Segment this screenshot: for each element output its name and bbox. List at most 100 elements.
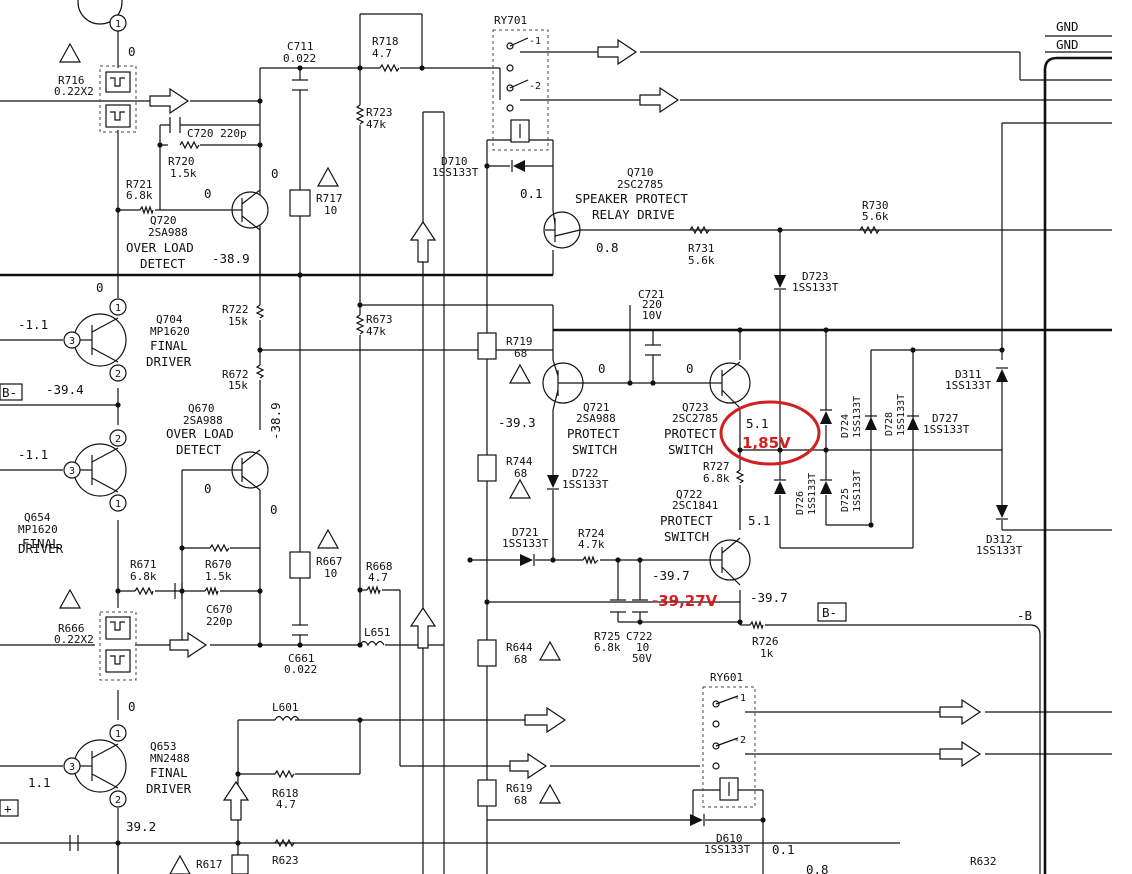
label-c722-value1: 10 (636, 641, 649, 654)
label-r726-value: 1k (760, 647, 774, 660)
label-r716-value: 0.22X2 (54, 85, 94, 98)
label-q710-value: 2SC2785 (617, 178, 663, 191)
label-q653-desc2: DRIVER (146, 781, 192, 796)
capacitors-inductors (69, 79, 661, 851)
rail-box-b-minus (0, 383, 23, 401)
label-c721-value2: 10V (642, 309, 662, 322)
label-r644: R644 (506, 641, 533, 654)
v-q720-e: -38.9 (212, 251, 250, 266)
label-q670: Q670 (188, 402, 215, 415)
label-d725-value: 1SS133T (852, 470, 863, 512)
v-q704-b: -1.1 (18, 317, 48, 332)
label-r619-value: 68 (514, 794, 527, 807)
label-r721: R721 (126, 178, 153, 191)
label-d723: D723 (802, 270, 829, 283)
label-q722-value: 2SC1841 (672, 499, 718, 512)
label-r623: R623 (272, 854, 299, 867)
pin-2-q653: 2 (115, 795, 121, 806)
v-q723-b: 0 (686, 361, 694, 376)
label-r618-value: 4.7 (276, 798, 296, 811)
label-q653-desc1: FINAL (150, 765, 188, 780)
label-r718-value: 4.7 (372, 47, 392, 60)
label-r721-value: 6.8k (126, 189, 153, 202)
label-q710-desc2: RELAY DRIVE (592, 207, 675, 222)
label-r644-value: 68 (514, 653, 527, 666)
label-d728-value: 1SS133T (896, 394, 907, 436)
label-d724: D724 (840, 414, 851, 438)
v-q720-b: 0 (204, 186, 212, 201)
v-ry601-in: 0.1 (772, 842, 795, 857)
label-d722-value: 1SS133T (562, 478, 609, 491)
label-r666: R666 (58, 622, 85, 635)
label-q720: Q720 (150, 214, 177, 227)
pin-1-top: 1 (115, 19, 121, 30)
label-r716: R716 (58, 74, 85, 87)
label-r619: R619 (506, 782, 533, 795)
pin-3-q704: 3 (69, 336, 75, 347)
relays (492, 29, 756, 808)
label-r672-value: 15k (228, 379, 248, 392)
v-q723-e: 5.1 (746, 416, 769, 431)
diodes (511, 160, 1008, 826)
rail-b-plus: + (4, 801, 12, 816)
label-c711: C711 (287, 40, 314, 53)
v-q653-c: 0 (128, 699, 136, 714)
label-q721-desc1: PROTECT (567, 426, 620, 441)
v-q722-c: 5.1 (748, 513, 771, 528)
measurement-highlight-ring (719, 400, 821, 466)
label-l651: L651 (364, 626, 391, 639)
label-q670-value: 2SA988 (183, 414, 223, 427)
label-r668: R668 (366, 560, 393, 573)
v-q670-e: 0 (270, 502, 278, 517)
label-r717: R717 (316, 192, 343, 205)
resistors (99, 63, 880, 874)
label-c670-value: 220p (206, 615, 233, 628)
label-r725: R725 (594, 630, 621, 643)
label-q654-value: MP1620 (18, 523, 58, 536)
label-d726-value: 1SS133T (807, 473, 818, 515)
label-d724-value: 1SS133T (852, 396, 863, 438)
label-r617: R617 (196, 858, 223, 871)
label-d312: D312 (986, 533, 1013, 546)
label-ry701: RY701 (494, 14, 527, 27)
label-q723-desc2: SWITCH (668, 442, 713, 457)
label-q710-desc1: SPEAKER PROTECT (575, 191, 688, 206)
label-r722-value: 15k (228, 315, 248, 328)
label-q721-desc2: SWITCH (572, 442, 617, 457)
label-q654: Q654 (24, 511, 51, 524)
label-ry601-c2: -2 (734, 735, 746, 746)
label-c670: C670 (206, 603, 233, 616)
label-c711-value: 0.022 (283, 52, 316, 65)
label-r720-value: 1.5k (170, 167, 197, 180)
label-q720-desc2: DETECT (140, 256, 186, 271)
voltage-labels: 0 0 0 -38.9 0.1 0.8 -1.1 0 -39.4 0 -39.3… (18, 44, 829, 874)
label-q722-desc1: PROTECT (660, 513, 713, 528)
pin-3-q653: 3 (69, 762, 75, 773)
label-r672: R672 (222, 368, 249, 381)
label-r719-value: 68 (514, 347, 527, 360)
v-q704-c: 0 (96, 280, 104, 295)
label-r671: R671 (130, 558, 157, 571)
label-c661-value: 0.022 (284, 663, 317, 676)
rail-box-b-plus (0, 799, 19, 817)
label-q653: Q653 (150, 740, 177, 753)
v-q653-e: 39.2 (126, 819, 156, 834)
label-d721: D721 (512, 526, 539, 539)
label-d721-value: 1SS133T (502, 537, 549, 550)
label-d311: D311 (955, 368, 982, 381)
label-q723-value: 2SC2785 (672, 412, 718, 425)
rail-labels: GND GND B- B- -B + (2, 19, 1079, 816)
label-q722-desc2: SWITCH (664, 529, 709, 544)
label-r731-value: 5.6k (688, 254, 715, 267)
label-d610: D610 (716, 832, 743, 845)
label-r668-value: 4.7 (368, 571, 388, 584)
pin-numbers: 1 1 3 2 2 3 1 1 3 2 (69, 19, 121, 806)
label-q704-desc1: FINAL (150, 338, 188, 353)
rail-box-b-minus-right (817, 602, 847, 622)
label-r722: R722 (222, 303, 249, 316)
label-r673-value: 47k (366, 325, 386, 338)
label-q710: Q710 (627, 166, 654, 179)
v-q710-b: 0.1 (520, 186, 543, 201)
component-labels: RY701 -1 -2 RY601 -1 -2 R716 0.22X2 R666… (18, 14, 1023, 871)
